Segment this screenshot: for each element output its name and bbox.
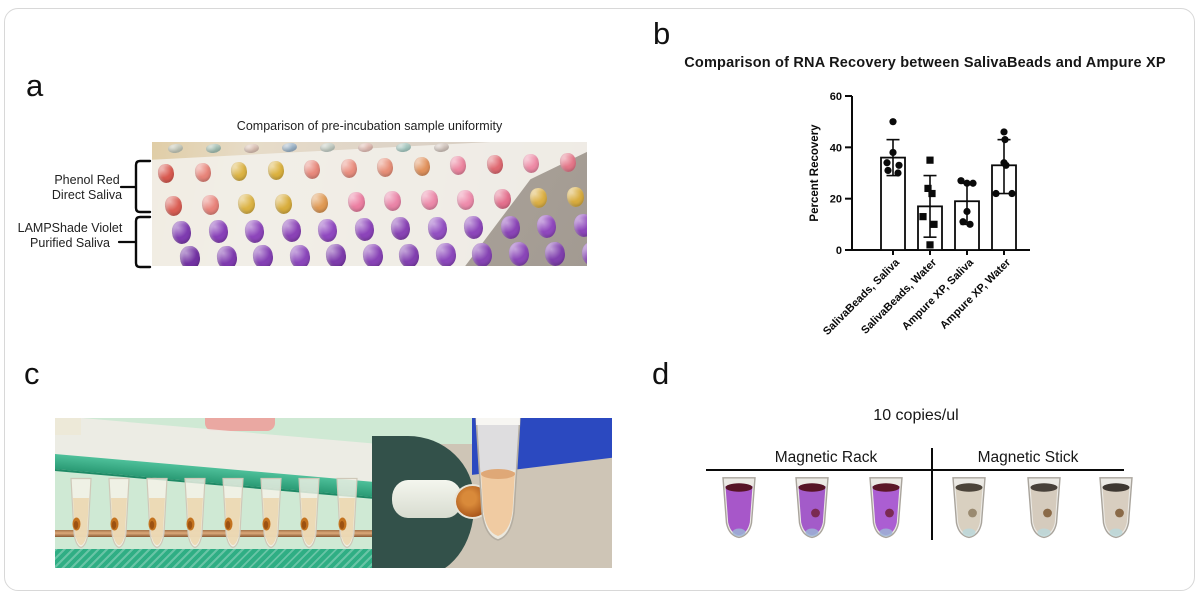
panel-a-letter: a: [26, 68, 44, 103]
magnetic-rack-photo: [55, 418, 372, 568]
data-point: [889, 148, 897, 157]
pre-incubation-photo: [152, 142, 587, 266]
magnetic-rack-label: Magnetic Rack: [774, 449, 878, 466]
strip-tube: [336, 477, 358, 549]
magnetic-stick: [392, 480, 462, 518]
strip-tube: [222, 477, 244, 549]
data-point: [884, 166, 892, 175]
data-point: [963, 207, 971, 216]
data-point: [894, 169, 902, 177]
magnetic-stick-photo: [372, 418, 612, 568]
strip-tube: [184, 477, 206, 549]
data-point: [1001, 136, 1009, 144]
data-point: [1008, 189, 1016, 198]
y-tick-label: 0: [836, 245, 842, 257]
data-point: [1000, 128, 1008, 136]
copies-label: 10 copies/ul: [873, 407, 959, 424]
data-point: [963, 179, 971, 187]
magnet-rod: [55, 530, 372, 537]
strip-tube: [260, 477, 282, 549]
strip-tube: [70, 477, 92, 549]
y-tick-label: 20: [830, 194, 842, 206]
strip-tube: [108, 477, 130, 549]
tube-cap: [243, 142, 260, 154]
pink-object: [205, 418, 275, 431]
data-point-square: [928, 189, 936, 198]
data-point: [959, 218, 967, 226]
tube-cap: [205, 142, 222, 154]
lampshade-violet-label: LAMPShade Violet Purified Saliva: [17, 221, 123, 250]
figure-border: [4, 8, 1195, 591]
data-point-square: [930, 220, 938, 228]
tube-cap: [167, 143, 184, 154]
data-point: [895, 161, 903, 169]
group-underline: [706, 469, 1124, 472]
chart-title: Comparison of RNA Recovery between Saliv…: [684, 55, 1166, 71]
hanging-tube: [475, 418, 521, 541]
data-point: [883, 159, 891, 167]
data-point: [889, 118, 897, 126]
panel-b-letter: b: [653, 16, 671, 51]
bead-tubes: [70, 477, 358, 549]
phenol-red-label: Phenol Red Direct Saliva: [51, 173, 123, 202]
result-tube: [722, 477, 756, 539]
y-tick-label: 60: [830, 91, 842, 103]
result-tube: [1099, 477, 1133, 539]
panel-c-letter: c: [24, 356, 40, 391]
data-point-square: [919, 213, 927, 221]
panel-a-title: Comparison of pre-incubation sample unif…: [236, 119, 503, 133]
comparison-tubes: [722, 477, 1133, 539]
data-point: [957, 177, 965, 185]
y-tick-label: 40: [830, 142, 842, 154]
magnetic-stick-label: Magnetic Stick: [977, 449, 1079, 466]
result-tube: [795, 477, 829, 539]
result-tube: [869, 477, 903, 539]
data-point: [966, 220, 974, 228]
data-point-square: [926, 241, 934, 249]
data-point-square: [924, 184, 932, 192]
x-category-label: Ampure XP, Water: [938, 256, 1014, 332]
y-axis-label: Percent Recovery: [809, 124, 821, 222]
group-divider: [931, 448, 934, 540]
data-point-square: [926, 156, 934, 164]
strip-tube: [298, 477, 320, 549]
panel-d-letter: d: [652, 356, 670, 391]
strip-tube: [146, 477, 168, 549]
data-point: [992, 189, 1000, 198]
x-category-label: Ampure XP, Saliva: [900, 256, 977, 333]
result-tube: [952, 477, 986, 539]
data-point: [969, 179, 977, 187]
result-tube: [1027, 477, 1061, 539]
data-point: [1002, 161, 1010, 169]
rack-bottom-rail: [55, 549, 372, 568]
